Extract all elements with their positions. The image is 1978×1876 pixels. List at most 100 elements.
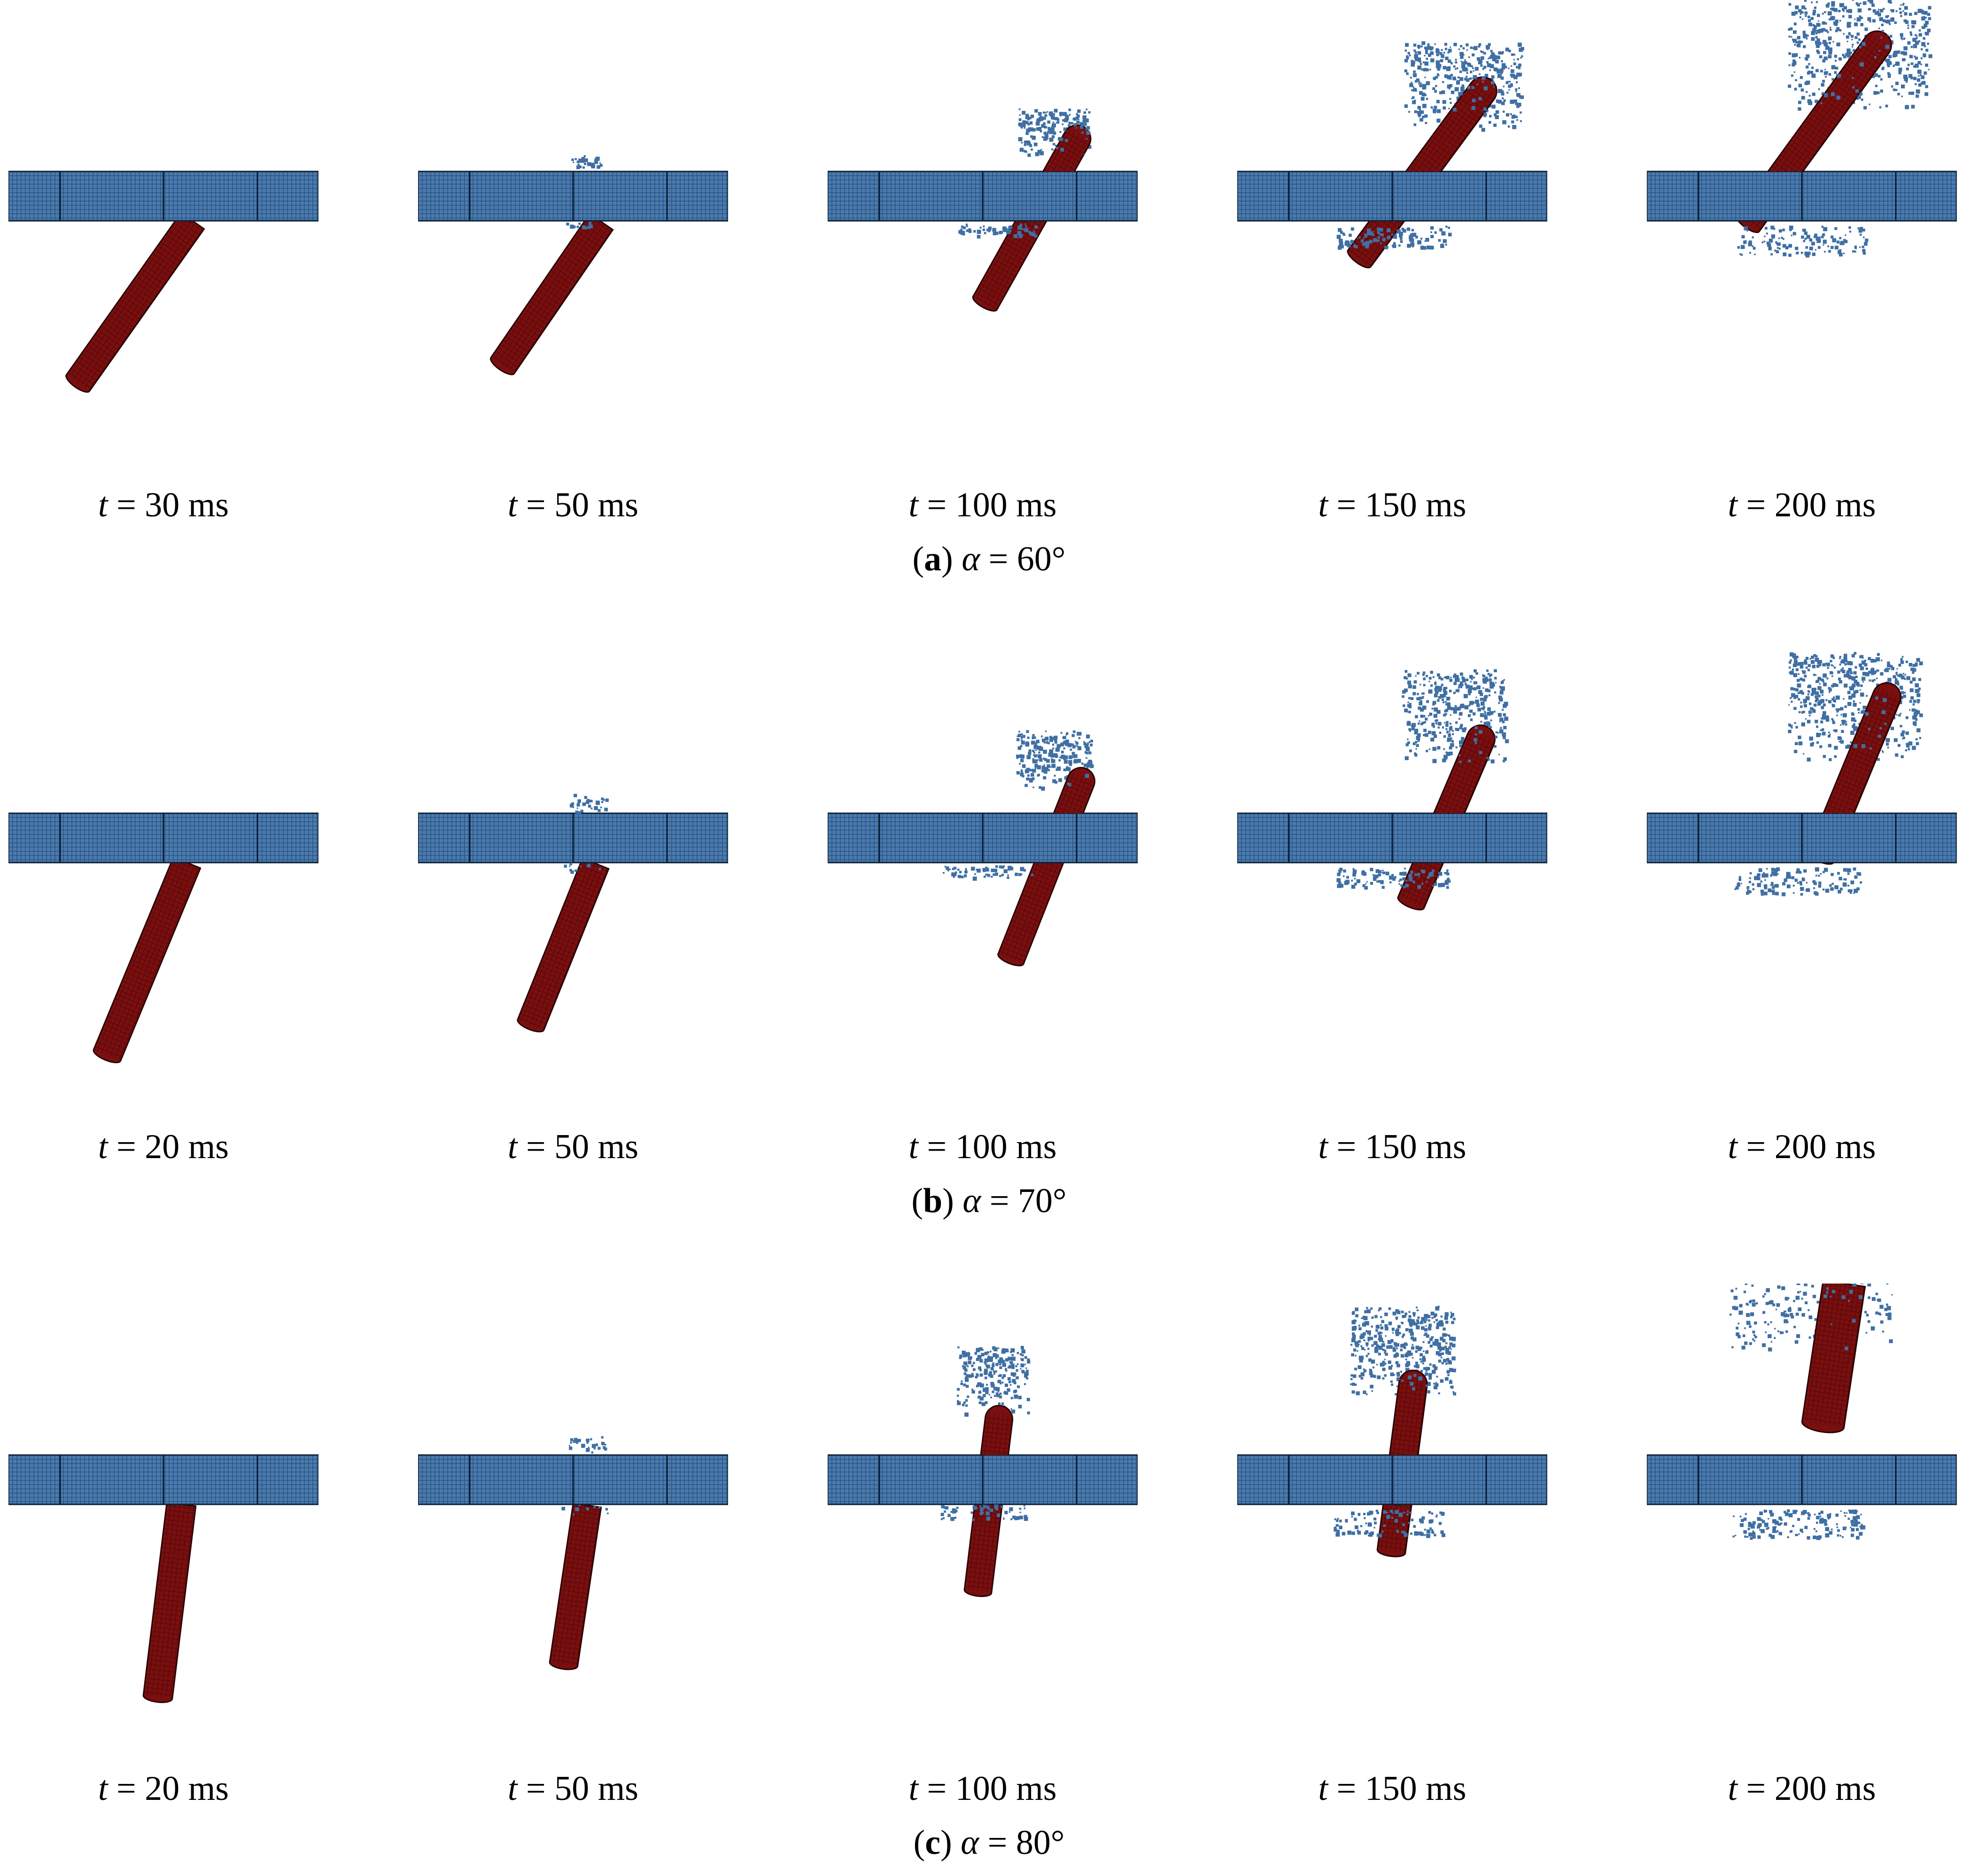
rod-mesh xyxy=(1739,34,1892,171)
time-unit: ms xyxy=(1016,1128,1057,1166)
time-label: t = 150 ms xyxy=(1237,1126,1547,1168)
time-value: 20 xyxy=(145,1128,180,1166)
time-label: t = 200 ms xyxy=(1647,1767,1957,1810)
time-label: t = 200 ms xyxy=(1647,1126,1957,1168)
equals-sign: = xyxy=(927,1769,947,1808)
time-value: 100 xyxy=(955,486,1008,524)
angle-value: 60 xyxy=(1016,540,1052,578)
panel-letter: b xyxy=(923,1182,943,1220)
time-value: 100 xyxy=(955,1128,1008,1166)
plate xyxy=(1237,1454,1547,1505)
time-label: t = 150 ms xyxy=(1237,484,1547,526)
time-symbol: t xyxy=(1318,1769,1328,1808)
time-symbol: t xyxy=(98,486,108,524)
time-value: 20 xyxy=(145,1769,180,1808)
projectile-rod xyxy=(549,1502,602,1670)
debris-cloud xyxy=(1734,652,1923,896)
equals-sign: = xyxy=(987,1823,1008,1862)
debris-cloud xyxy=(1730,1284,1893,1540)
time-label: t = 100 ms xyxy=(828,484,1138,526)
rod-body xyxy=(997,767,1095,813)
plate xyxy=(828,812,1138,864)
debris-cloud xyxy=(1404,41,1524,132)
projectile-rod xyxy=(65,211,205,393)
time-unit: ms xyxy=(188,486,229,524)
time-unit: ms xyxy=(1426,1128,1466,1166)
rod-above-plate xyxy=(1735,30,1892,171)
panel-caption: (c) α = 80° xyxy=(913,1823,1065,1862)
time-symbol: t xyxy=(507,1128,518,1166)
rod-body xyxy=(1801,1284,1866,1433)
rod-body xyxy=(65,211,205,393)
time-symbol: t xyxy=(98,1769,108,1808)
projectile-rod xyxy=(93,856,202,1064)
time-symbol: t xyxy=(98,1128,108,1166)
rod-above-plate xyxy=(972,124,1092,171)
time-value: 50 xyxy=(554,486,590,524)
debris-cloud xyxy=(1350,1307,1456,1395)
panel-letter: a xyxy=(924,540,942,578)
frame-c-3 xyxy=(828,1284,1138,1706)
equals-sign: = xyxy=(116,1128,136,1166)
time-unit: ms xyxy=(1835,1128,1876,1166)
plate xyxy=(1647,171,1957,222)
debris-cloud xyxy=(957,1347,1031,1414)
angle-unit: ° xyxy=(1051,540,1066,578)
time-symbol: t xyxy=(1728,486,1738,524)
rod-mesh xyxy=(493,216,613,374)
equals-sign: = xyxy=(927,486,947,524)
frame-a-1 xyxy=(8,0,318,423)
simulation-snapshot xyxy=(1647,652,1957,896)
time-label: t = 30 ms xyxy=(8,484,318,526)
debris-cloud xyxy=(1788,0,1932,111)
frame-b-5 xyxy=(1647,642,1957,1065)
plate xyxy=(8,171,318,222)
rod-above-plate xyxy=(1376,1370,1428,1455)
equals-sign: = xyxy=(1336,1128,1357,1166)
angle-symbol: α xyxy=(961,1823,979,1862)
rod-mesh xyxy=(968,1412,1012,1455)
panel-letter: c xyxy=(925,1823,941,1862)
simulation-snapshot xyxy=(1237,1306,1547,1557)
simulation-snapshot xyxy=(8,1454,318,1703)
projectile-rod xyxy=(517,857,610,1033)
plate-outline xyxy=(1647,1454,1957,1505)
time-unit: ms xyxy=(1835,486,1876,524)
plate-outline xyxy=(8,171,318,222)
rod-above-plate xyxy=(997,767,1095,813)
time-label: t = 20 ms xyxy=(8,1126,318,1168)
projectile-rod xyxy=(1735,30,1892,171)
time-unit: ms xyxy=(1016,1769,1057,1808)
time-symbol: t xyxy=(908,1128,918,1166)
plate xyxy=(828,171,1138,222)
time-unit: ms xyxy=(188,1128,229,1166)
rod-mesh xyxy=(1001,772,1093,813)
simulation-snapshot xyxy=(8,812,318,1064)
time-unit: ms xyxy=(597,1769,639,1808)
frame-a-5 xyxy=(1647,0,1957,423)
time-value: 150 xyxy=(1365,1128,1417,1166)
equals-sign: = xyxy=(116,486,136,524)
angle-unit: ° xyxy=(1052,1182,1067,1220)
rod-mesh xyxy=(551,1503,601,1666)
equals-sign: = xyxy=(989,1182,1009,1220)
frame-a-4 xyxy=(1237,0,1547,423)
time-value: 200 xyxy=(1774,1128,1827,1166)
plate-outline xyxy=(418,171,728,222)
time-value: 50 xyxy=(554,1769,590,1808)
time-symbol: t xyxy=(908,1769,918,1808)
rod-mesh xyxy=(519,859,608,1030)
rod-mesh xyxy=(144,1503,195,1699)
time-label: t = 200 ms xyxy=(1647,484,1957,526)
plate-outline xyxy=(8,812,318,864)
panel-caption: (b) α = 70° xyxy=(911,1182,1067,1220)
equals-sign: = xyxy=(927,1128,947,1166)
time-label: t = 20 ms xyxy=(8,1767,318,1810)
plate-outline xyxy=(828,171,1138,222)
simulation-snapshot xyxy=(828,730,1138,966)
time-unit: ms xyxy=(1426,486,1466,524)
time-label: t = 50 ms xyxy=(418,1126,728,1168)
projectile-rod xyxy=(997,767,1095,813)
time-value: 100 xyxy=(955,1769,1008,1808)
simulation-snapshot xyxy=(418,155,728,375)
